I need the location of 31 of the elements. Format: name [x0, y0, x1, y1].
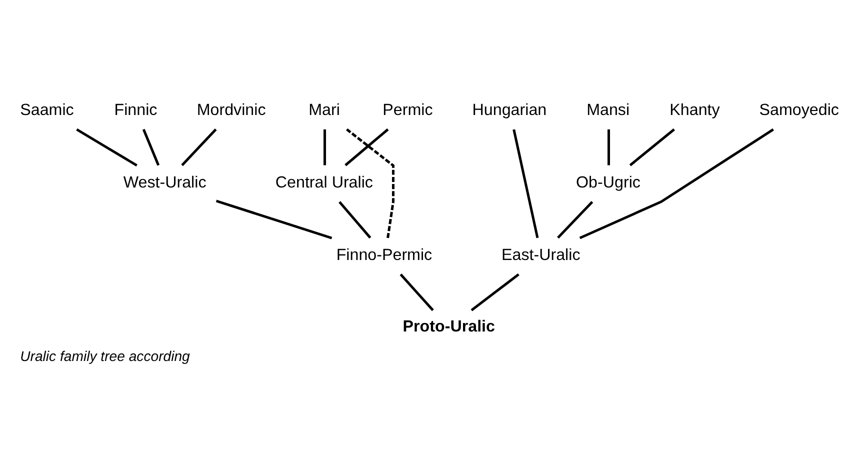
node-text: Khanty	[670, 100, 720, 119]
node-text: Central Uralic	[275, 173, 373, 192]
connector	[470, 273, 520, 312]
connector	[579, 128, 774, 240]
node-text: Finnic	[114, 100, 158, 119]
node-text: Ob-Ugric	[576, 173, 640, 192]
node-text: Hungarian	[472, 100, 547, 119]
node-text: Mansi	[586, 100, 630, 119]
node-text: East-Uralic	[502, 246, 580, 264]
connector	[142, 128, 160, 166]
connector	[216, 200, 332, 240]
node-text: Mari	[308, 100, 340, 119]
connector	[608, 129, 610, 166]
connector	[344, 128, 389, 166]
node-text: Permic	[382, 100, 433, 119]
connector	[181, 128, 217, 166]
connector	[400, 274, 434, 312]
node-text: Mordvinic	[196, 100, 266, 119]
node-text: Proto-Uralic	[402, 318, 496, 336]
connector	[557, 201, 594, 239]
caption: Uralic family tree according	[20, 348, 190, 364]
node-text: West-Uralic	[123, 173, 206, 192]
connector	[338, 201, 372, 239]
connector	[76, 128, 138, 166]
node-text: Finno-Permic	[336, 246, 432, 264]
connector	[346, 128, 394, 238]
node-text: Saamic	[20, 100, 74, 119]
connector	[324, 129, 326, 166]
connector	[629, 128, 675, 166]
node-text: Samoyedic	[759, 100, 840, 119]
connector	[512, 129, 539, 238]
